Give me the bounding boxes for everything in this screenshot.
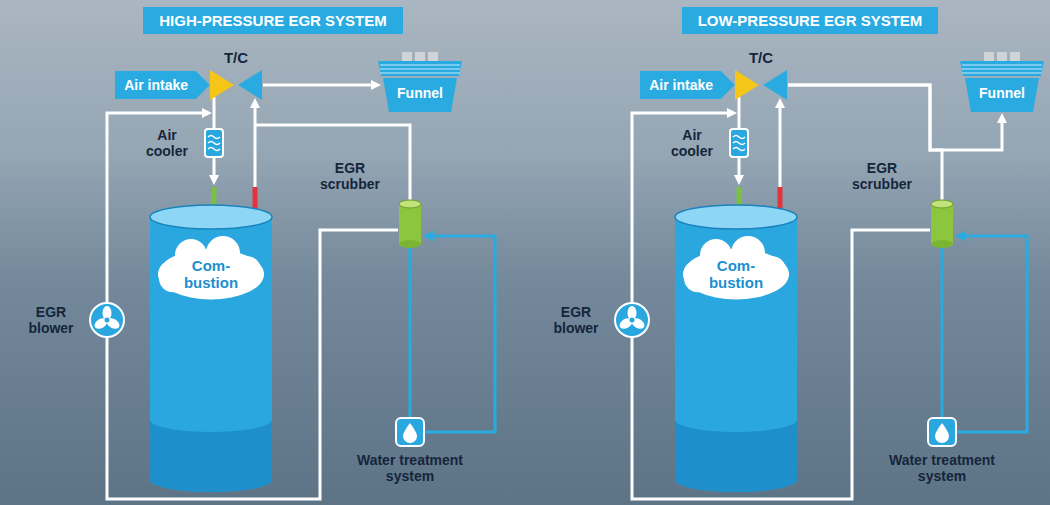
combustion-cloud	[683, 236, 789, 300]
turbocharger-symbol	[735, 70, 787, 100]
funnel: Funnel	[378, 52, 462, 112]
title-band-label: HIGH-PRESSURE EGR SYSTEM	[159, 12, 387, 29]
egr-scrubber-label: EGR scrubber	[314, 160, 386, 192]
flow-line	[957, 236, 1027, 432]
flow-line	[738, 158, 741, 177]
air-intake-arrow-label: Air intake	[649, 77, 713, 93]
funnel: Funnel	[960, 52, 1044, 112]
funnel-label: Funnel	[378, 85, 462, 101]
flow-line	[425, 236, 495, 432]
egr-scrubber: EGR scrubber	[314, 160, 422, 248]
title-band-label: LOW-PRESSURE EGR SYSTEM	[698, 12, 923, 29]
combustion-cylinder: Com- bustion	[150, 205, 272, 492]
air-intake-arrow: Air intake	[115, 71, 210, 99]
flow-line	[254, 106, 257, 187]
water-treatment-system-label: Water treatment system	[876, 452, 1008, 484]
air-cooler-label: Air cooler	[661, 127, 723, 159]
egr-scrubber: EGR scrubber	[846, 160, 954, 248]
water-treatment-icon	[395, 417, 425, 447]
flow-line	[738, 97, 741, 128]
egr-blower: EGR blower	[21, 302, 125, 338]
funnel-shape	[960, 52, 1044, 112]
turbocharger: T/C	[735, 49, 787, 100]
title-band: HIGH-PRESSURE EGR SYSTEM	[143, 7, 403, 34]
egr-blower-icon	[614, 302, 650, 338]
egr-blower-icon	[89, 302, 125, 338]
combustion-cylinder-shape	[150, 205, 272, 492]
water-treatment-system: Water treatment system	[876, 417, 1008, 484]
water-treatment-system-label: Water treatment system	[344, 452, 476, 484]
egr-blower-label: EGR blower	[546, 304, 606, 336]
turbocharger-symbol	[210, 70, 262, 100]
flow-line	[779, 106, 782, 187]
air-cooler: Air cooler	[136, 127, 224, 159]
flow-line	[255, 125, 410, 200]
combustion-cylinder-shape	[675, 205, 797, 492]
egr-blower-label: EGR blower	[21, 304, 81, 336]
funnel-label: Funnel	[960, 85, 1044, 101]
combustion-cylinder: Com- bustion	[675, 205, 797, 492]
flow-line	[941, 248, 944, 417]
combustion-cylinder-label: Com- bustion	[174, 257, 248, 292]
turbocharger-label: T/C	[749, 49, 773, 66]
combustion-cloud	[158, 236, 264, 300]
turbocharger-label: T/C	[224, 49, 248, 66]
title-band: LOW-PRESSURE EGR SYSTEM	[682, 7, 939, 34]
combustion-cylinder-label: Com- bustion	[699, 257, 773, 292]
air-cooler-icon	[729, 128, 749, 158]
egr-scrubber-label: EGR scrubber	[846, 160, 918, 192]
air-cooler: Air cooler	[661, 127, 749, 159]
flow-line	[263, 84, 373, 87]
air-intake-arrow: Air intake	[640, 71, 735, 99]
air-intake-arrow-label: Air intake	[124, 77, 188, 93]
egr-scrubber-icon	[398, 200, 422, 248]
turbocharger: T/C	[210, 49, 262, 100]
air-cooler-icon	[204, 128, 224, 158]
air-cooler-label: Air cooler	[136, 127, 198, 159]
water-treatment-system: Water treatment system	[344, 417, 476, 484]
flow-line	[213, 97, 216, 128]
egr-blower: EGR blower	[546, 302, 650, 338]
water-treatment-icon	[927, 417, 957, 447]
flow-line	[788, 85, 942, 200]
flow-line	[409, 248, 412, 417]
flow-line	[213, 158, 216, 177]
funnel-shape	[378, 52, 462, 112]
egr-scrubber-icon	[930, 200, 954, 248]
